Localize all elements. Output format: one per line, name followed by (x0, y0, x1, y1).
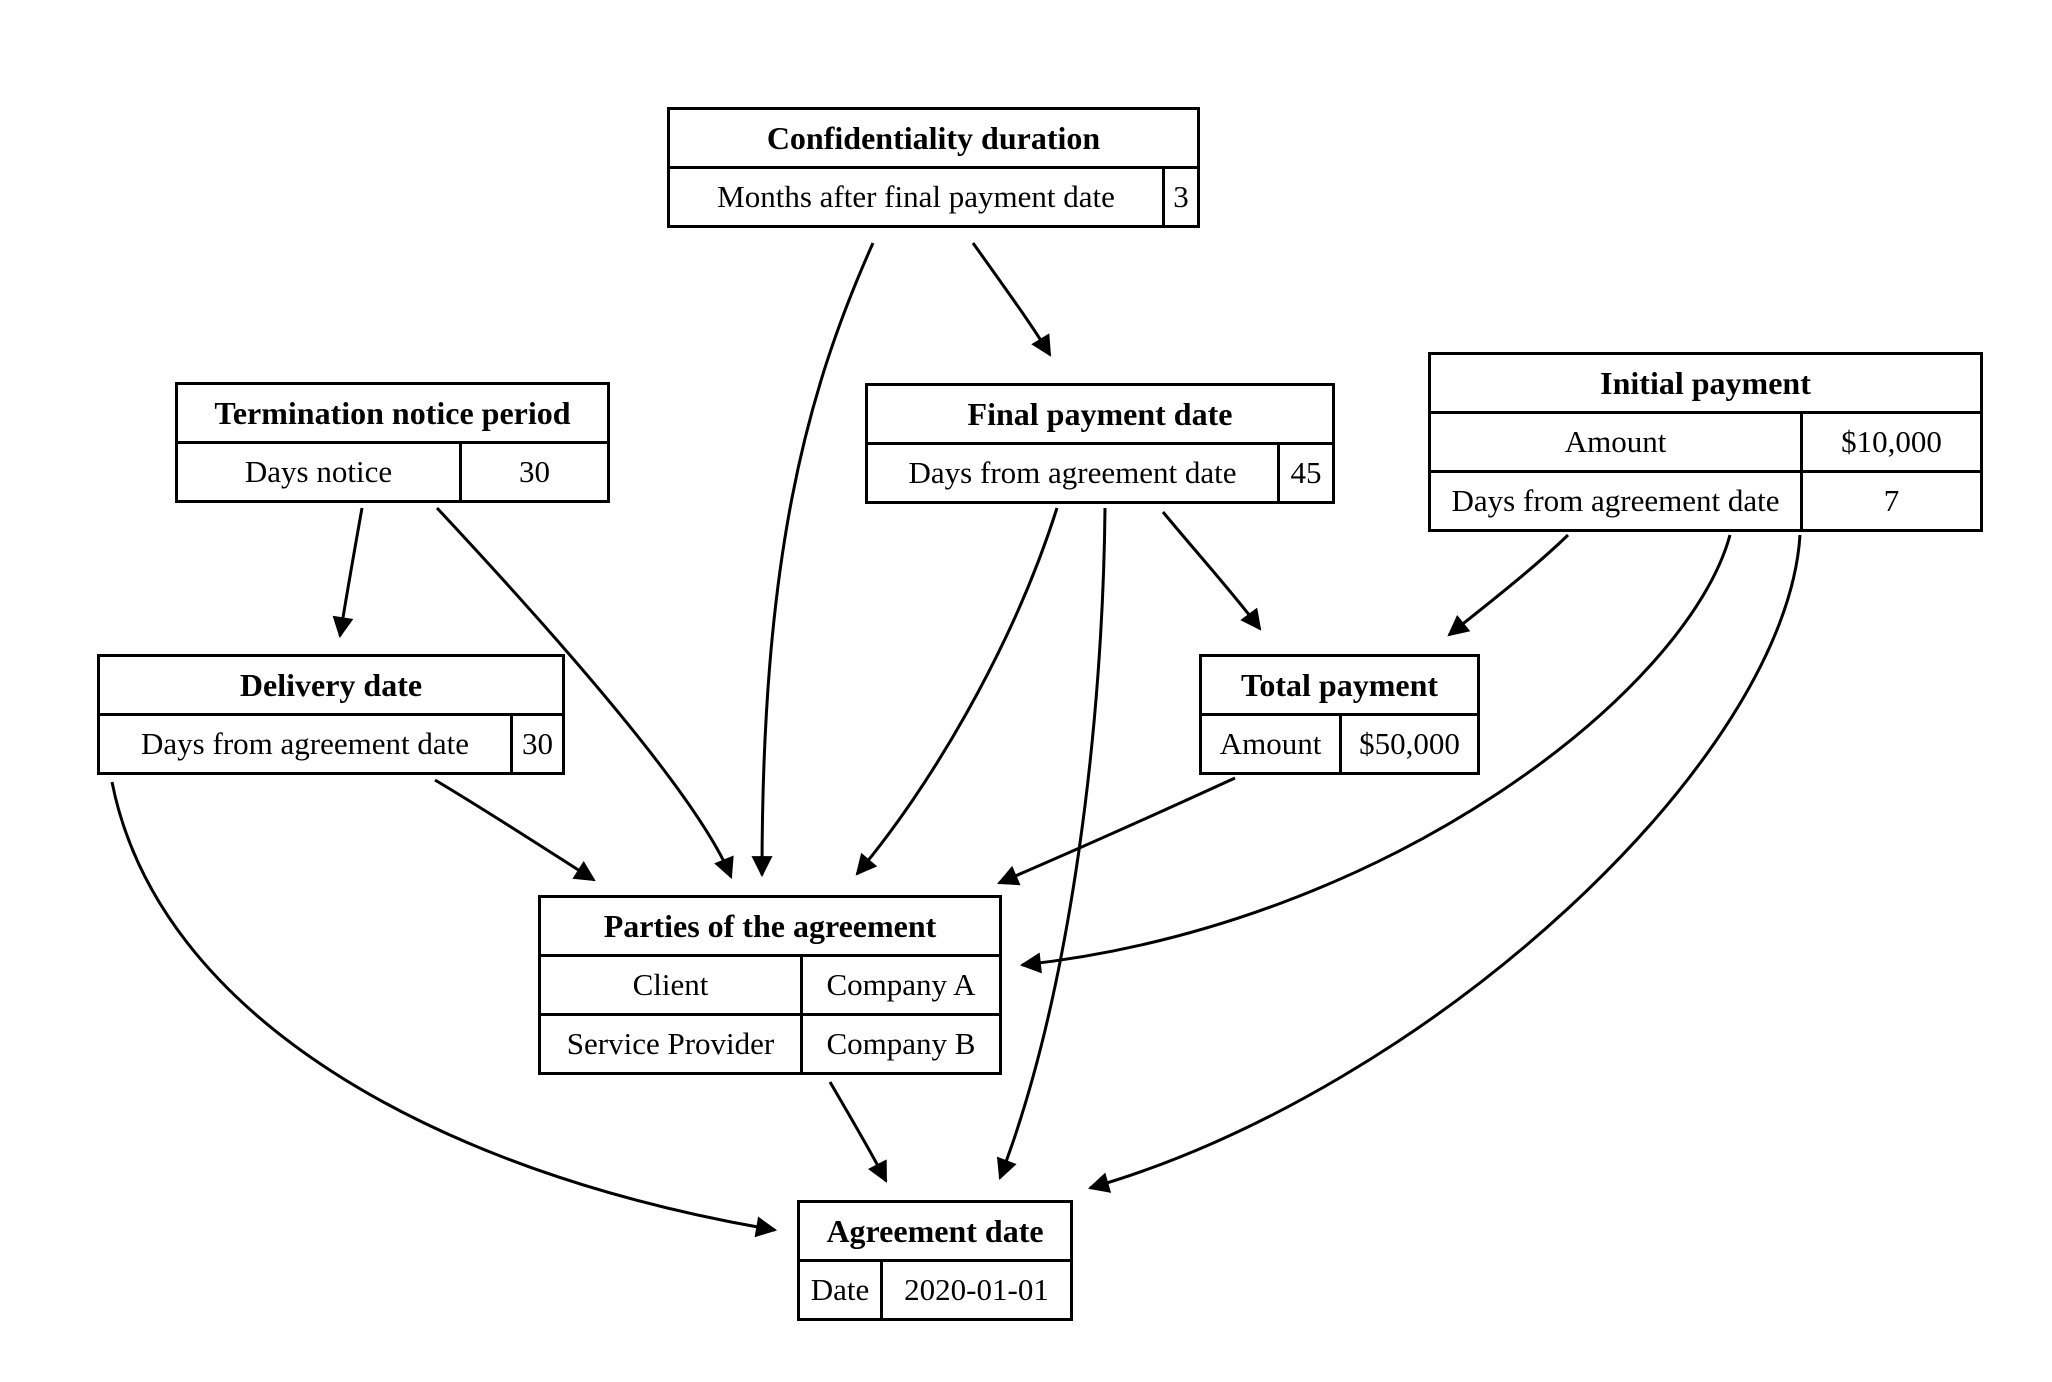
edge-confidentiality-to-final-payment (971, 242, 1052, 357)
table-row: Days from agreement date 7 (1431, 470, 1980, 529)
edge-total-to-parties (997, 776, 1236, 886)
table-row: Days from agreement date 45 (868, 442, 1332, 501)
table-row: Days from agreement date 30 (100, 713, 562, 772)
node-title: Initial payment (1600, 364, 1811, 401)
row-label: Months after final payment date (717, 179, 1115, 214)
row-label: Amount (1219, 726, 1322, 761)
node-total-payment: Total payment Amount $50,000 (1199, 654, 1480, 775)
node-title: Final payment date (967, 395, 1233, 432)
row-value: 2020-01-01 (880, 1262, 1070, 1318)
row-label: Service Provider (566, 1026, 775, 1061)
node-title: Parties of the agreement (603, 907, 937, 944)
row-value: 3 (1162, 169, 1197, 225)
node-title: Termination notice period (214, 394, 571, 431)
edge-parties-to-agreement (828, 1081, 888, 1183)
table-row: Service Provider Company B (541, 1013, 999, 1072)
node-title: Agreement date (826, 1212, 1044, 1249)
edge-termination-to-delivery (332, 507, 364, 639)
row-label: Amount (1564, 424, 1667, 459)
edge-final-payment-to-agreement (996, 507, 1107, 1180)
table-row: Months after final payment date 3 (670, 166, 1197, 225)
row-value: 30 (459, 444, 607, 500)
node-confidentiality-duration: Confidentiality duration Months after fi… (667, 107, 1200, 228)
row-value: Company A (800, 957, 999, 1013)
node-initial-payment: Initial payment Amount $10,000 Days from… (1428, 352, 1983, 532)
row-value: 7 (1800, 473, 1980, 529)
edge-delivery-to-agreement (110, 781, 778, 1238)
edge-termination-to-parties (435, 506, 734, 879)
edge-final-payment-to-total (1161, 511, 1262, 631)
edge-confidentiality-to-parties (751, 242, 875, 878)
table-row: Date 2020-01-01 (800, 1259, 1070, 1318)
row-label: Client (632, 967, 709, 1002)
edge-initial-to-agreement (1087, 534, 1802, 1193)
edge-initial-to-total (1447, 533, 1570, 637)
edge-delivery-to-parties (434, 778, 596, 882)
table-row: Days notice 30 (178, 441, 607, 500)
table-row: Amount $50,000 (1202, 713, 1477, 772)
row-label: Date (810, 1272, 870, 1307)
row-label: Days from agreement date (908, 455, 1237, 490)
row-value: Company B (800, 1016, 999, 1072)
row-label: Days from agreement date (1451, 483, 1780, 518)
edge-final-payment-to-parties (855, 507, 1059, 876)
row-value: $50,000 (1339, 716, 1477, 772)
row-value: 30 (510, 716, 562, 772)
node-title: Delivery date (239, 666, 423, 703)
node-termination-notice-period: Termination notice period Days notice 30 (175, 382, 610, 503)
node-title: Total payment (1240, 666, 1439, 703)
node-delivery-date: Delivery date Days from agreement date 3… (97, 654, 565, 775)
node-final-payment-date: Final payment date Days from agreement d… (865, 383, 1335, 504)
node-parties-of-the-agreement: Parties of the agreement Client Company … (538, 895, 1002, 1075)
node-title: Confidentiality duration (766, 119, 1101, 156)
row-value: $10,000 (1800, 414, 1980, 470)
node-agreement-date: Agreement date Date 2020-01-01 (797, 1200, 1073, 1321)
table-row: Amount $10,000 (1431, 411, 1980, 470)
row-label: Days from agreement date (141, 726, 469, 761)
table-row: Client Company A (541, 954, 999, 1013)
row-value: 45 (1277, 445, 1332, 501)
row-label: Days notice (244, 454, 393, 489)
edge-initial-to-parties (1019, 534, 1732, 974)
